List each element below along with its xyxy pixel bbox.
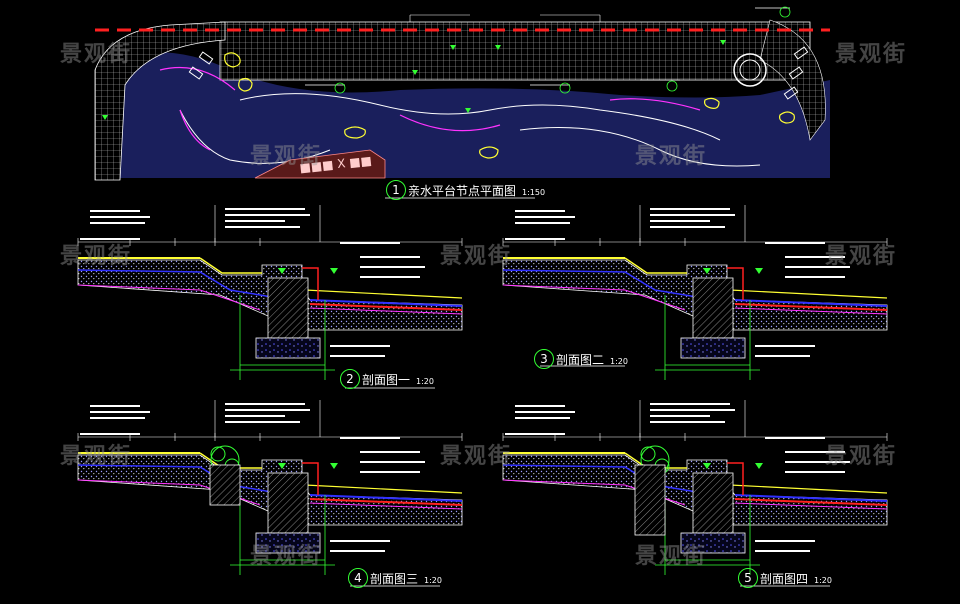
section-scale: 1:20 [610, 357, 628, 366]
elevation-markers [102, 40, 726, 120]
section-drawing-1 [77, 205, 463, 380]
section-drawing-4 [502, 399, 888, 576]
plan-number-circle: 1 [386, 180, 406, 200]
plan-view: ■■■ X ■■ [94, 6, 830, 199]
section-number-circle: 2 [340, 369, 360, 389]
water-edge-line [239, 93, 721, 141]
section-markers [305, 6, 791, 94]
section-number-circle: 3 [534, 349, 554, 369]
section-title-text: 剖面图一 [362, 373, 411, 387]
brick-sign: ■■■ X ■■ [254, 149, 386, 179]
section-scale: 1:20 [814, 576, 832, 585]
paved-promenade [219, 21, 811, 81]
section-number-circle: 4 [348, 568, 368, 588]
section-title-text: 剖面图二 [556, 353, 605, 367]
section-title: 剖面图四 1:20 [760, 570, 832, 587]
section-scale: 1:20 [424, 576, 442, 585]
water-edge-magenta [159, 67, 701, 151]
section-title: 剖面图一 1:20 [362, 371, 434, 388]
section-title: 剖面图三 1:20 [370, 570, 442, 587]
plan-title-text: 亲水平台节点平面图 [408, 184, 517, 198]
curved-path-right [759, 19, 826, 141]
section-drawing-3 [77, 399, 463, 576]
section-title: 剖面图二 1:20 [556, 351, 628, 368]
section-title-text: 剖面图四 [760, 572, 809, 586]
section-title-text: 剖面图三 [370, 572, 419, 586]
water-area [100, 52, 830, 178]
round-plaza [733, 53, 767, 87]
plan-title: 亲水平台节点平面图 1:150 [408, 182, 545, 199]
plan-scale: 1:150 [522, 188, 546, 197]
curved-path-left [94, 21, 226, 181]
landscape-stones [224, 52, 795, 159]
section-number-circle: 5 [738, 568, 758, 588]
section-scale: 1:20 [416, 377, 434, 386]
